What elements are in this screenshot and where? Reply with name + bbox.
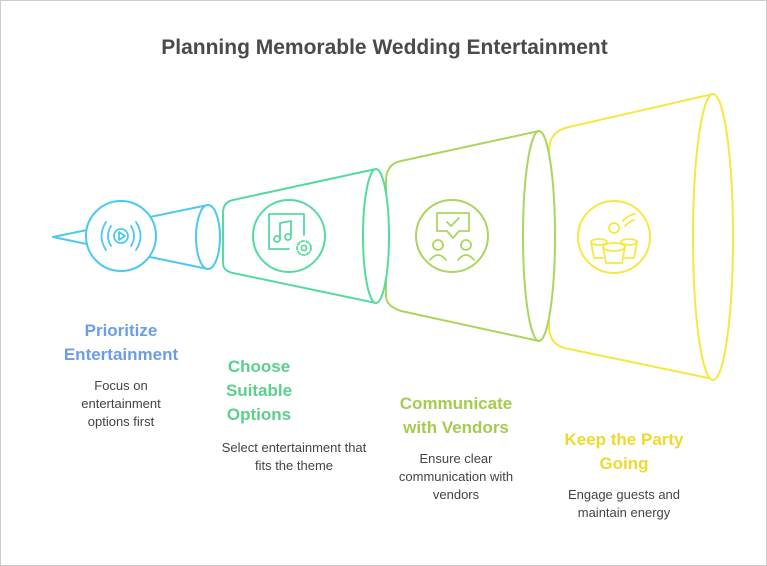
stage-prioritize: Prioritize Entertainment Focus on entert… [41, 319, 201, 431]
funnel-segment-1 [52, 200, 221, 272]
stage-choose: Choose Suitable Options [209, 355, 309, 427]
stage-description: Focus on entertainment options first [81, 378, 161, 429]
audio-play-icon [100, 221, 142, 251]
stage-description: Engage guests and maintain energy [567, 487, 681, 520]
stage-title: Prioritize Entertainment [63, 321, 179, 364]
funnel-segment-3 [385, 130, 556, 342]
music-settings-icon [268, 213, 312, 256]
stage-choose-desc: Select entertainment that fits the theme [219, 439, 369, 475]
stage-title: Communicate with Vendors [399, 394, 513, 437]
diagram-title: Planning Memorable Wedding Entertainment [161, 36, 608, 59]
funnel-segment-4 [548, 93, 734, 381]
party-drinks-icon [590, 213, 638, 264]
stage-keep-party: Keep the Party Going Engage guests and m… [549, 428, 699, 522]
stage-communicate: Communicate with Vendors Ensure clear co… [381, 392, 531, 504]
stage-description: Select entertainment that fits the theme [221, 440, 367, 473]
stage-title: Keep the Party Going [564, 430, 684, 473]
people-chat-approval-icon [429, 212, 475, 261]
stage-title: Choose Suitable Options [225, 357, 293, 424]
funnel-segment-2 [222, 168, 390, 304]
stage-description: Ensure clear communication with vendors [398, 451, 514, 502]
